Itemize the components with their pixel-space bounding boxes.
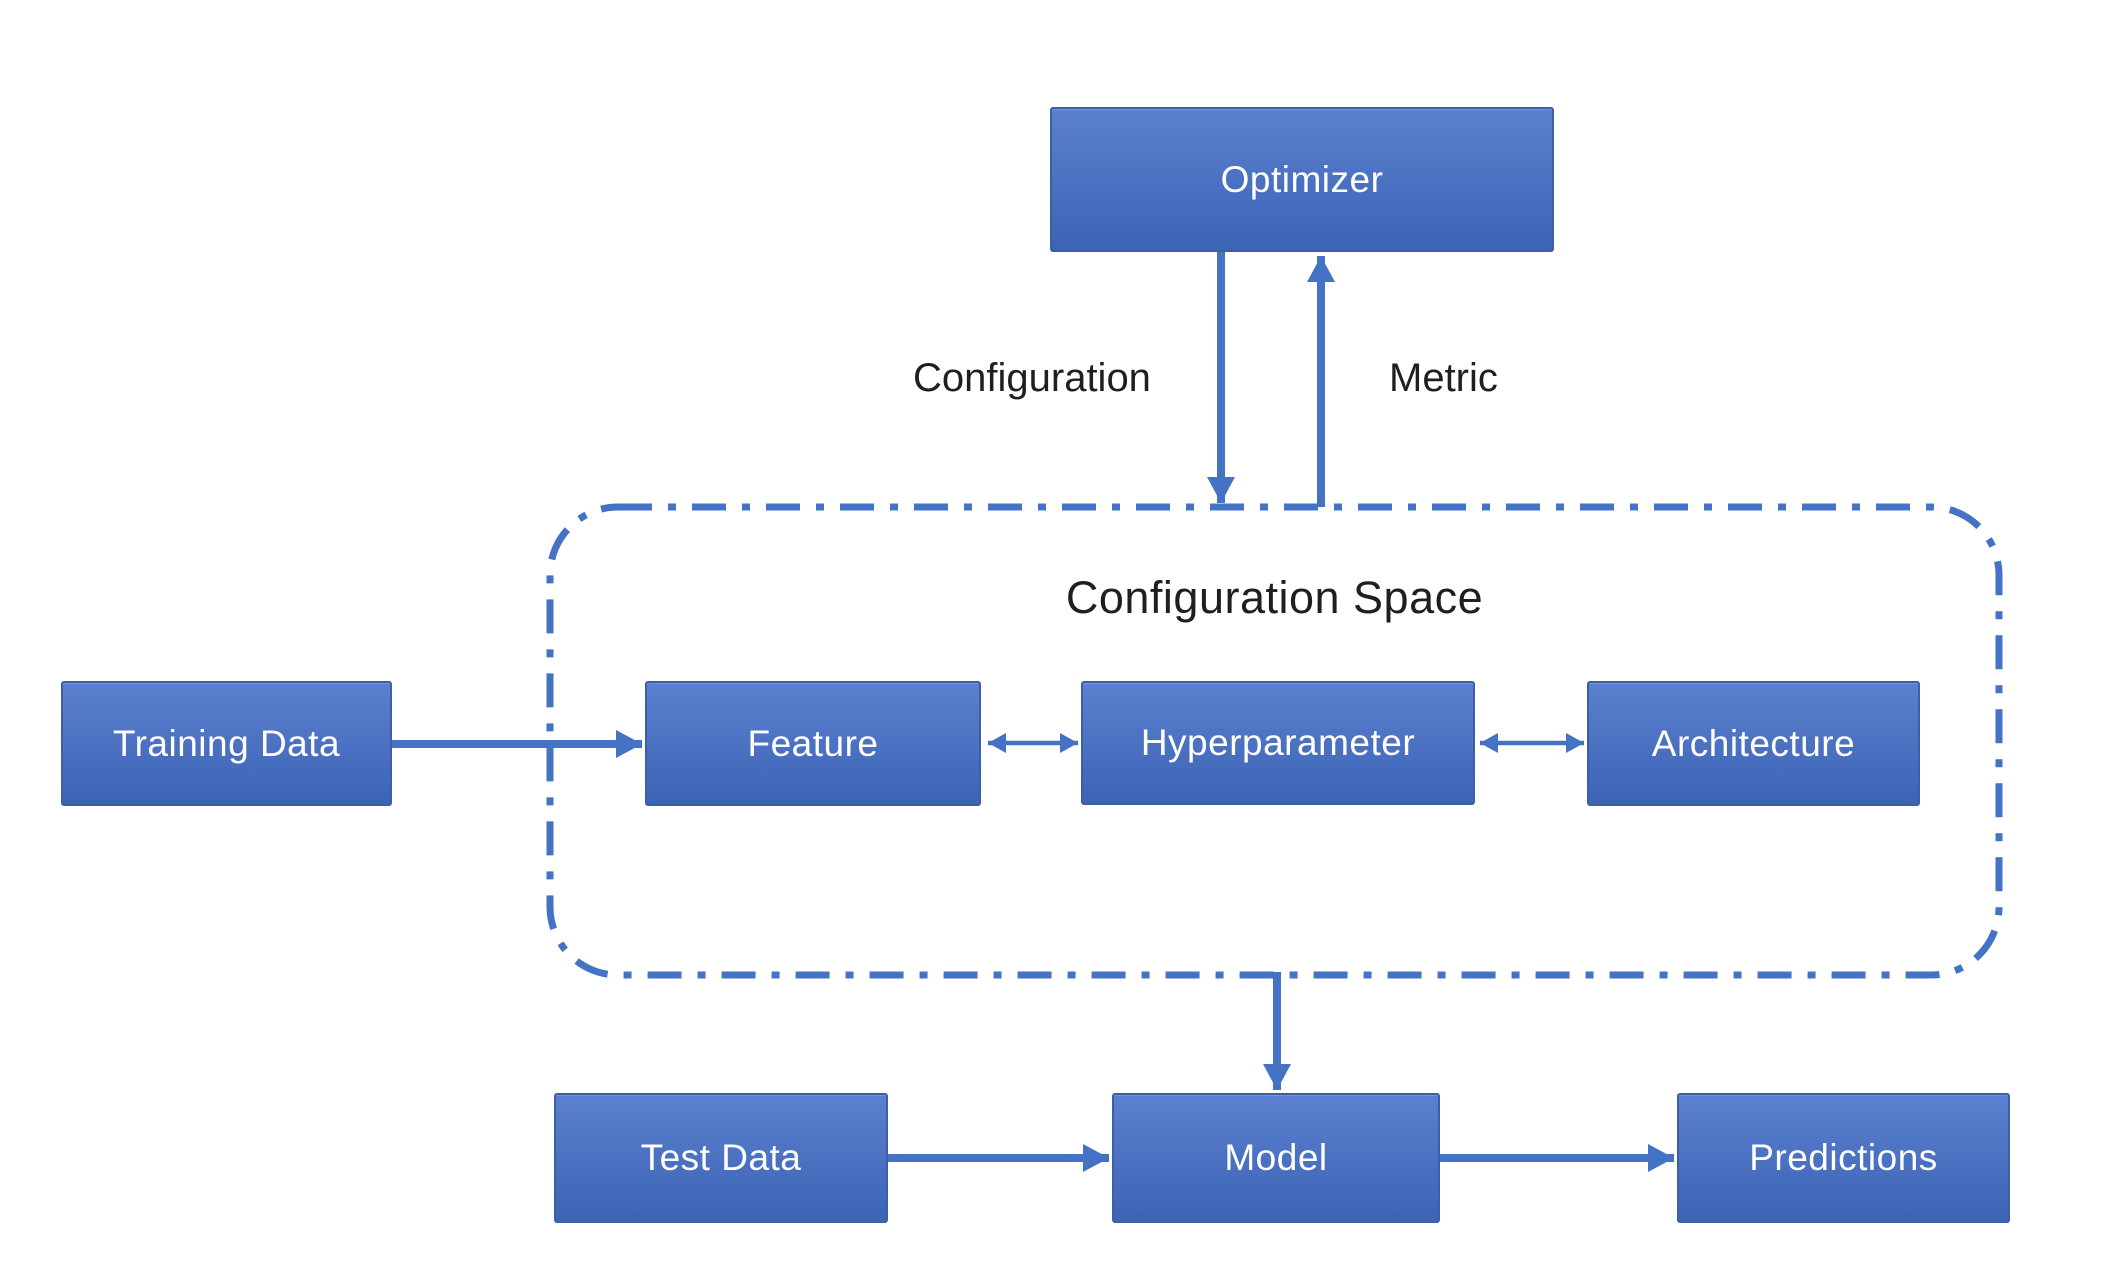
node-hyperparameter-label: Hyperparameter (1140, 722, 1416, 763)
configuration-space-boundary (546, 503, 2003, 979)
node-feature: Feature (645, 681, 981, 806)
edge-label-configuration: Configuration (913, 356, 1151, 400)
node-architecture-label: Architecture (1651, 722, 1856, 764)
node-model: Model (1112, 1093, 1440, 1223)
node-predictions-label: Predictions (1749, 1137, 1938, 1178)
node-training-data-label: Training Data (112, 722, 341, 764)
node-test-data: Test Data (554, 1093, 888, 1223)
node-test-data-label: Test Data (640, 1137, 802, 1178)
node-predictions: Predictions (1677, 1093, 2010, 1223)
node-feature-label: Feature (747, 722, 879, 764)
node-hyperparameter: Hyperparameter (1081, 681, 1475, 805)
configuration-space-title: Configuration Space (1065, 572, 1484, 623)
node-optimizer-label: Optimizer (1220, 158, 1384, 200)
node-architecture: Architecture (1587, 681, 1920, 806)
node-training-data: Training Data (61, 681, 392, 806)
node-optimizer: Optimizer (1050, 107, 1554, 252)
node-model-label: Model (1224, 1137, 1328, 1178)
edge-label-metric: Metric (1389, 356, 1498, 400)
